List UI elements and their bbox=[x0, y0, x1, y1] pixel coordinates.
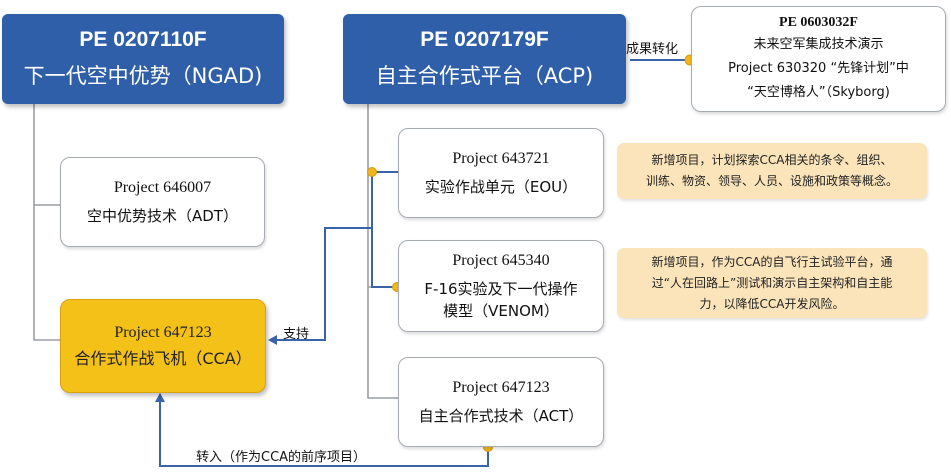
pe-acp-code: PE 0207179F bbox=[420, 28, 549, 51]
proj-cca-name: 合作式作战飞机（CCA） bbox=[74, 349, 252, 368]
proj-venom-code: Project 645340 bbox=[452, 252, 550, 269]
pe-future-line3: “天空博格人”（Skyborg) bbox=[747, 85, 890, 100]
note-eou-line1: 新增项目，计划探索CCA相关的条令、组织、 bbox=[651, 153, 893, 167]
pe-future-line1: 未来空军集成技术演示 bbox=[753, 37, 884, 52]
note-venom-line2: 过“人在回路上”测试和演示自主架构和自主能 bbox=[651, 275, 893, 290]
pe-ngad-code: PE 0207110F bbox=[79, 28, 207, 51]
pe-future-line2: Project 630320 “先锋计划”中 bbox=[728, 61, 909, 76]
pe-ngad-name: 下一代空中优势（NGAD) bbox=[23, 64, 263, 88]
pe-acp-name: 自主合作式平台（ACP) bbox=[375, 64, 594, 88]
note-venom-line1: 新增项目，作为CCA的自飞行主试验平台，通 bbox=[651, 254, 893, 269]
label-support: 支持 bbox=[283, 327, 310, 342]
proj-act-name: 自主合作式技术（ACT） bbox=[418, 407, 584, 425]
pe-acp-box: PE 0207179F 自主合作式平台（ACP) bbox=[343, 14, 626, 104]
proj-act-code: Project 647123 bbox=[452, 379, 550, 396]
proj-eou-box: Project 643721 实验作战单元（EOU） bbox=[398, 128, 604, 218]
proj-eou-code: Project 643721 bbox=[452, 150, 550, 167]
proj-adt-name: 空中优势技术（ADT） bbox=[87, 207, 238, 225]
acp-tree-line bbox=[367, 104, 398, 399]
proj-venom-name2: 模型（VENOM） bbox=[443, 302, 559, 320]
transfer-arrowhead bbox=[155, 393, 165, 402]
pe-future-box: PE 0603032F 未来空军集成技术演示 Project 630320 “先… bbox=[691, 6, 946, 112]
note-eou-line2: 训练、物资、领导、人员、设施和政策等概念。 bbox=[645, 174, 898, 188]
transfer-line bbox=[159, 394, 489, 467]
note-eou: 新增项目，计划探索CCA相关的条令、组织、 训练、物资、领导、人员、设施和政策等… bbox=[617, 143, 927, 199]
pe-ngad-box: PE 0207110F 下一代空中优势（NGAD) bbox=[2, 14, 284, 104]
proj-venom-box: Project 645340 F-16实验及下一代操作 模型（VENOM） bbox=[398, 240, 604, 332]
proj-adt-code: Project 646007 bbox=[113, 179, 212, 196]
label-transfer: 转入（作为CCA的前序项目） bbox=[196, 450, 367, 465]
proj-eou-name: 实验作战单元（EOU） bbox=[424, 178, 578, 196]
proj-act-box: Project 647123 自主合作式技术（ACT） bbox=[398, 357, 604, 447]
ngad-tree-line bbox=[33, 104, 62, 341]
proj-adt-box: Project 646007 空中优势技术（ADT） bbox=[60, 157, 265, 247]
proj-cca-code: Project 647123 bbox=[114, 324, 212, 341]
label-transform: 成果转化 bbox=[626, 42, 679, 57]
proj-venom-name1: F-16实验及下一代操作 bbox=[424, 280, 578, 298]
proj-cca-box: Project 647123 合作式作战飞机（CCA） bbox=[60, 299, 266, 393]
eou-dot bbox=[367, 167, 377, 177]
pe-future-code: PE 0603032F bbox=[779, 15, 858, 30]
support-arrowhead bbox=[268, 335, 277, 345]
note-venom: 新增项目，作为CCA的自飞行主试验平台，通 过“人在回路上”测试和演示自主架构和… bbox=[617, 248, 927, 318]
support-line bbox=[270, 171, 398, 341]
note-venom-line3: 力，以降低CCA开发风险。 bbox=[699, 296, 845, 311]
venom-support-line bbox=[371, 228, 398, 288]
